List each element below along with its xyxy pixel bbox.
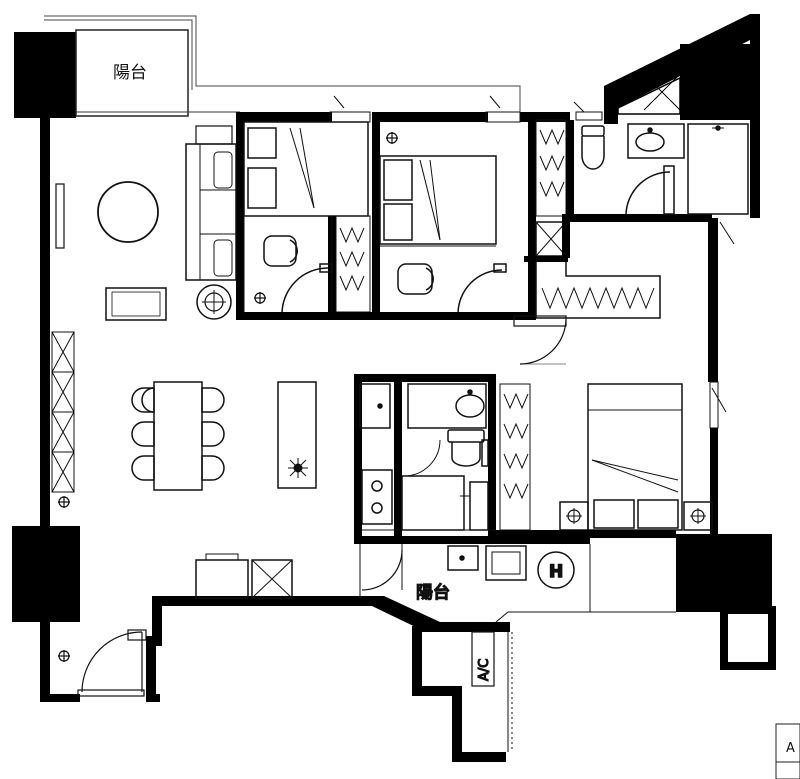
structural-column xyxy=(676,534,772,612)
dining-table xyxy=(131,381,225,491)
toilet-icon xyxy=(581,125,605,170)
bed xyxy=(243,121,369,217)
ac-unit-label: A/C xyxy=(477,659,492,681)
balcony-top: 陽台 xyxy=(14,15,521,118)
bedroom-2 xyxy=(372,95,536,320)
hall-door xyxy=(513,315,567,365)
shoe-cabinet xyxy=(195,559,249,599)
outer-walls xyxy=(12,14,776,762)
title-block-text: A xyxy=(786,741,795,756)
water-heater-label: H xyxy=(549,562,563,582)
wall-cabinet xyxy=(51,331,75,493)
ottoman xyxy=(105,287,167,321)
toilet-icon xyxy=(447,429,489,467)
title-block: A xyxy=(775,723,800,779)
bathroom-1 xyxy=(566,101,749,245)
bathroom-2 xyxy=(354,374,531,542)
ac-ledge: A/C xyxy=(471,631,513,752)
desk-chair xyxy=(263,235,298,267)
balcony-top-label: 陽台 xyxy=(113,63,147,83)
storage-cabinet xyxy=(251,559,293,599)
shower xyxy=(687,123,749,215)
sink xyxy=(359,383,391,429)
stove-icon xyxy=(361,469,393,525)
living-room xyxy=(51,125,317,697)
sink xyxy=(627,123,685,159)
bed xyxy=(379,155,497,245)
bed xyxy=(587,383,683,531)
structural-column xyxy=(12,526,80,622)
sofa xyxy=(185,143,237,281)
balcony-bottom: H 陽台 xyxy=(359,544,676,623)
master-bedroom xyxy=(354,381,727,544)
desk-area xyxy=(243,215,333,315)
floor-lamp-icon xyxy=(196,284,232,320)
outlet-icon xyxy=(58,496,70,662)
water-heater-icon xyxy=(537,551,575,589)
desk-chair xyxy=(397,263,434,295)
round-coffee-table xyxy=(97,181,159,243)
kitchen-island xyxy=(277,381,317,489)
washbasin xyxy=(447,545,479,571)
washing-machine xyxy=(485,545,527,581)
flower-vase-icon xyxy=(288,458,308,478)
structural-column xyxy=(14,32,76,118)
tv-cabinet xyxy=(55,183,65,249)
balcony-bottom-label: 陽台 xyxy=(416,583,450,603)
entry-door xyxy=(77,629,147,697)
bedroom-1 xyxy=(243,95,372,320)
ac-unit xyxy=(471,631,495,687)
